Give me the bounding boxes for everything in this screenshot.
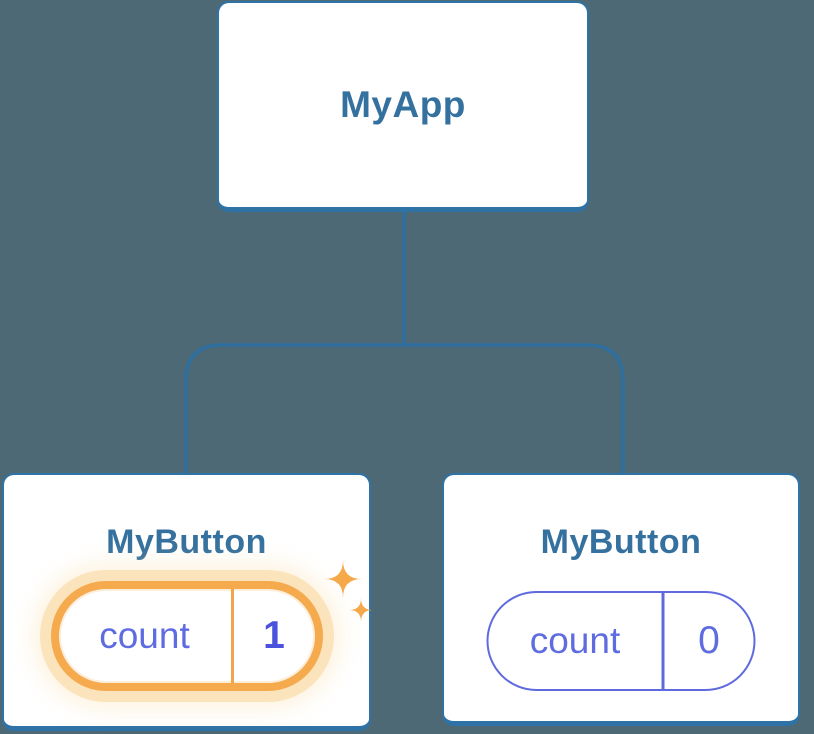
pill-divider — [661, 593, 665, 689]
state-value: 1 — [263, 614, 285, 657]
node-mybutton-highlighted: MyButton count 1 — [2, 473, 373, 731]
state-pill-highlighted: count 1 — [50, 581, 323, 691]
node-mybutton-label: MyButton — [540, 523, 702, 561]
node-myapp: MyApp — [217, 1, 589, 212]
node-mybutton-plain: MyButton count 0 — [442, 473, 800, 726]
node-mybutton-label: MyButton — [106, 523, 267, 561]
state-key-label: count — [99, 615, 190, 656]
sparkle-icon-small — [349, 598, 373, 622]
state-pill-plain: count 0 — [486, 591, 756, 691]
state-value: 0 — [698, 619, 720, 662]
sparkle-icon-large — [324, 560, 362, 598]
connector-branch — [184, 343, 625, 474]
node-myapp-label: MyApp — [340, 84, 466, 125]
pill-divider — [230, 589, 234, 683]
state-key-label: count — [529, 620, 621, 661]
